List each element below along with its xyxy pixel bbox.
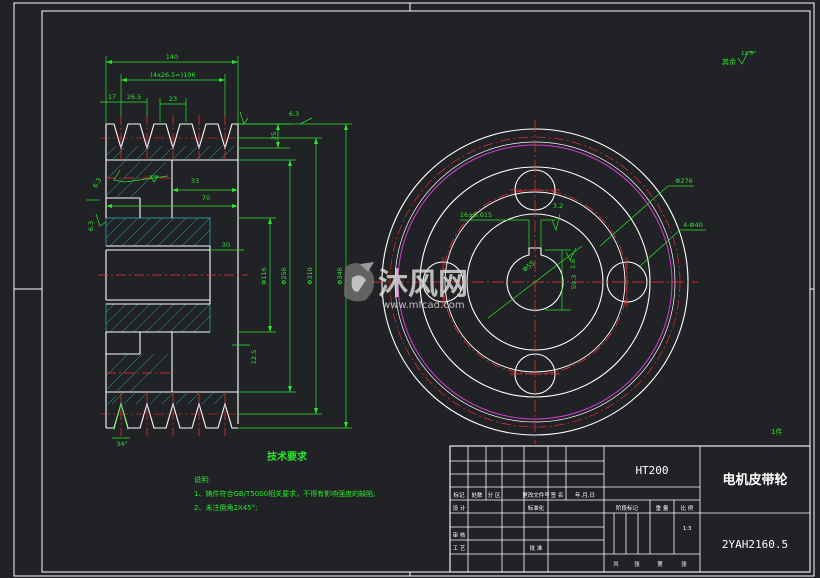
sheet-total-unit: 张 [634, 560, 640, 568]
dim-left-ref: 6.3 [87, 221, 95, 231]
dimension-arrows [106, 60, 348, 428]
rev-header-count: 处数 [471, 491, 483, 499]
role-standardization: 标准化 [528, 504, 545, 512]
section-dimension-text: 140 (4x26.5=)106 17 26.5 23 6.3 25 6.3 3… [87, 53, 344, 448]
rev-header-docno: 更改文件号 [522, 491, 550, 499]
stage-header: 阶段标记 [616, 504, 639, 512]
dim-pitch: 26.5 [127, 93, 141, 101]
tech-item-2: 2、未注倒角2X45°; [194, 503, 257, 512]
rev-header-zone: 分 区 [488, 491, 501, 499]
dim-web-step: 33 [191, 177, 199, 185]
roughness-note: 其余 12.5 [722, 51, 756, 66]
tech-intro: 说明: [194, 475, 210, 484]
dim-groove-angle: 34° [116, 440, 128, 448]
roughness-value: 12.5 [741, 51, 754, 57]
dim-edge: 17 [108, 93, 116, 101]
front-dimension-text: Φ276 4-Φ40 16±0.015 3.2 Φ55 59.3 1.6 [460, 177, 703, 289]
sheet-num-label: 第 [657, 560, 663, 568]
dim-bore-rough: 1.6 [569, 259, 577, 269]
section-dimension-lines [86, 56, 352, 439]
dim-hub-bore-len: 30 [222, 241, 230, 249]
role-process: 工 艺 [453, 545, 466, 552]
watermark-logo [344, 262, 375, 302]
weight-header: 重 量 [656, 504, 669, 512]
bore-with-keyway [506, 247, 564, 311]
tech-item-1: 1、铸件符合GB/T5000相关要求，不得有影响强度的缺陷; [194, 489, 376, 498]
front-view: Φ276 4-Φ40 16±0.015 3.2 Φ55 59.3 1.6 [372, 120, 706, 444]
title-block-grid [449, 445, 811, 573]
title-block: 标记 处数 分 区 更改文件号 签 名 年.月.日 设 计 标准化 审 核 工 … [449, 445, 811, 573]
dim-overall-width: 140 [166, 53, 178, 61]
material-label: HT200 [635, 464, 668, 477]
dim-dia-outer: Φ346 [336, 267, 344, 285]
dim-keyway-width: 16±0.015 [460, 211, 492, 219]
quantity-label: 1件 [771, 427, 782, 436]
role-design: 设 计 [453, 504, 466, 512]
dim-dia-web: Φ256 [280, 267, 288, 285]
dim-rough-bottom: 12.5 [250, 350, 258, 364]
scale-header: 比 例 [681, 504, 694, 512]
dim-holes: 4-Φ40 [683, 221, 703, 229]
dim-dia-pitch: Φ310 [306, 267, 314, 285]
front-dimension-lines [460, 185, 706, 319]
title-block-text: 标记 处数 分 区 更改文件号 签 名 年.月.日 设 计 标准化 审 核 工 … [453, 491, 694, 568]
scale-value: 1:3 [683, 526, 692, 532]
role-review: 审 核 [453, 531, 466, 539]
dim-groove-pattern: (4x26.5=)106 [150, 71, 195, 79]
rev-header-mark: 标记 [453, 491, 465, 499]
watermark-url: www.mfcad.com [382, 300, 465, 311]
dim-keyway-depth: 59.3 [570, 275, 578, 289]
dim-circle-dia: Φ276 [675, 177, 693, 185]
dim-bore-dia: Φ55 [521, 259, 536, 274]
tech-requirements: 技术要求 说明: 1、铸件符合GB/T5000相关要求，不得有影响强度的缺陷; … [194, 450, 376, 512]
dim-angle-ref: 6.3 [91, 177, 103, 190]
drawing-number: 2YAH2160.5 [722, 538, 788, 551]
role-approve: 批 准 [530, 544, 543, 552]
top-rim-hatch [105, 145, 235, 199]
bottom-rim [105, 331, 238, 429]
dim-dia-hub: Φ116 [260, 267, 268, 285]
tech-title: 技术要求 [267, 450, 308, 463]
dim-hub-length: 70 [202, 194, 210, 202]
frame-center-marks [14, 3, 814, 576]
rev-header-date: 年.月.日 [575, 491, 595, 499]
section-hatch [105, 217, 211, 333]
dim-groove-flank: 25 [270, 132, 278, 140]
watermark: 沐风网 www.mfcad.com [344, 262, 468, 311]
bottom-rim-hatch [105, 353, 227, 407]
sheet-num-unit: 张 [681, 560, 687, 568]
roughness-label: 其余 [722, 57, 736, 66]
section-view: 140 (4x26.5=)106 17 26.5 23 6.3 25 6.3 3… [86, 53, 352, 448]
dim-groove-top: 23 [169, 95, 177, 103]
part-name: 电机皮带轮 [722, 472, 787, 488]
rev-header-sign: 签 名 [551, 491, 564, 499]
sheet-total-label: 共 [613, 560, 619, 568]
dim-groove-depth: 6.3 [289, 110, 299, 118]
watermark-brand: 沐风网 [378, 267, 468, 302]
section-centerlines [98, 115, 248, 436]
dim-keyway-rough: 3.2 [553, 202, 563, 210]
